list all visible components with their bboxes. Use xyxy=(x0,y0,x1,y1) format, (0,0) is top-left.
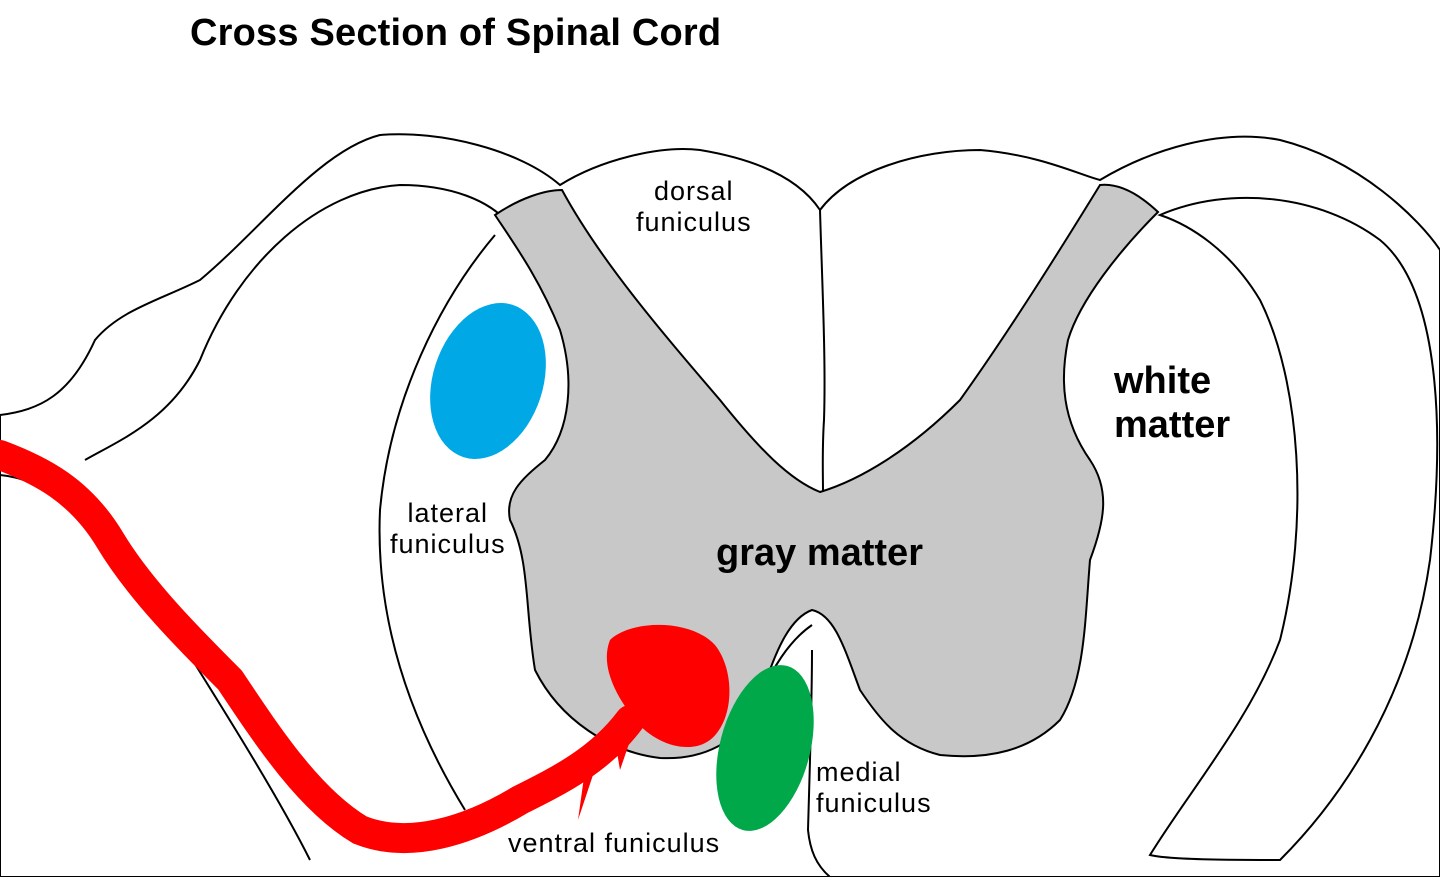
blue-tract-ellipse xyxy=(430,303,546,459)
left-outer-lower-boundary xyxy=(0,474,311,861)
dorsal-median-line xyxy=(819,209,826,493)
green-tract-ellipse xyxy=(716,665,814,831)
diagram-title: Cross Section of Spinal Cord xyxy=(190,12,722,54)
lateral-funiculus-label: lateral funiculus xyxy=(390,498,506,560)
dorsal-funiculus-label: dorsal funiculus xyxy=(636,176,752,238)
medial-funiculus-label: medial funiculus xyxy=(816,757,932,819)
red-axon xyxy=(0,440,645,854)
ventral-funiculus-label: ventral funiculus xyxy=(508,828,721,858)
outer-cord-outline xyxy=(0,133,1440,877)
white-matter-label: white matter xyxy=(1114,360,1231,446)
gray-matter-label: gray matter xyxy=(716,532,923,574)
gray-matter-shape xyxy=(493,183,1160,760)
left-lateral-boundary xyxy=(378,234,496,811)
ventral-median-line xyxy=(806,649,831,877)
left-white-matter-boundary xyxy=(84,183,511,461)
right-white-matter-loop xyxy=(1148,196,1439,862)
red-dendrites xyxy=(578,735,632,820)
